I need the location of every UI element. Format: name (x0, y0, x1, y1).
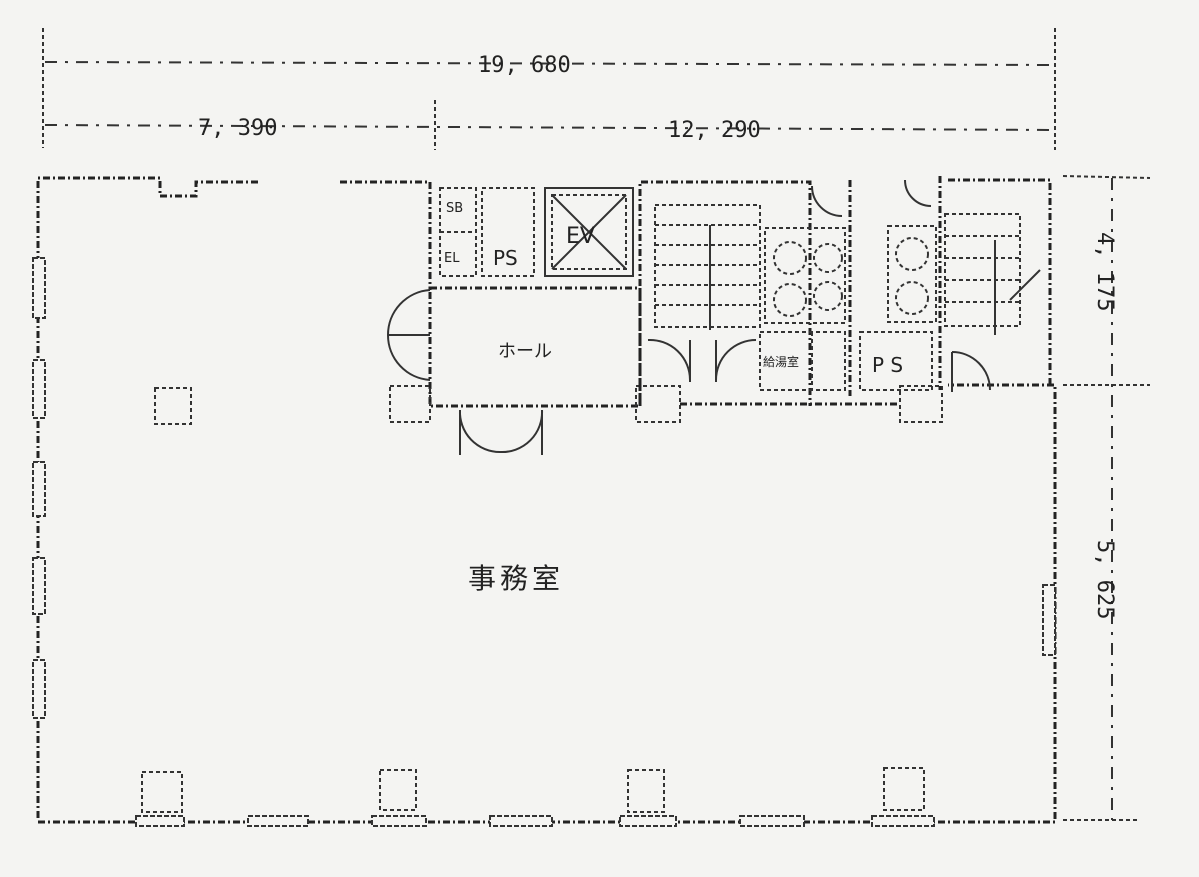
columns (141, 387, 925, 813)
small-room-label-2: EL (444, 251, 460, 266)
lower-depth-label: 5, 625 (1092, 540, 1117, 619)
core-block (389, 180, 943, 423)
hall-doors (386, 289, 544, 455)
office-label: 事務室 (468, 562, 564, 595)
bottom-windows (135, 815, 935, 827)
left-windows (32, 257, 46, 719)
left-width-label: 7, 390 (198, 116, 277, 141)
ps-right-label: P S (872, 353, 903, 377)
small-room-label-1: SB (446, 201, 463, 216)
restroom-block (764, 176, 942, 396)
stairs-right (944, 213, 1041, 335)
right-window (1042, 584, 1056, 656)
lower-core-rooms (647, 179, 991, 392)
stairs-left (654, 204, 761, 330)
right-width-label: 12, 290 (668, 118, 761, 143)
upper-depth-label: 4, 175 (1092, 232, 1117, 311)
small-room-label-3: 給湯室 (763, 354, 799, 369)
overall-width-label: 19, 680 (478, 53, 571, 78)
dimension-lines (42, 28, 1151, 821)
outer-walls (36, 176, 1057, 824)
hall-label: ホール (498, 341, 552, 362)
ev-label: EV (566, 224, 595, 249)
ps-left-label: PS (493, 246, 518, 270)
